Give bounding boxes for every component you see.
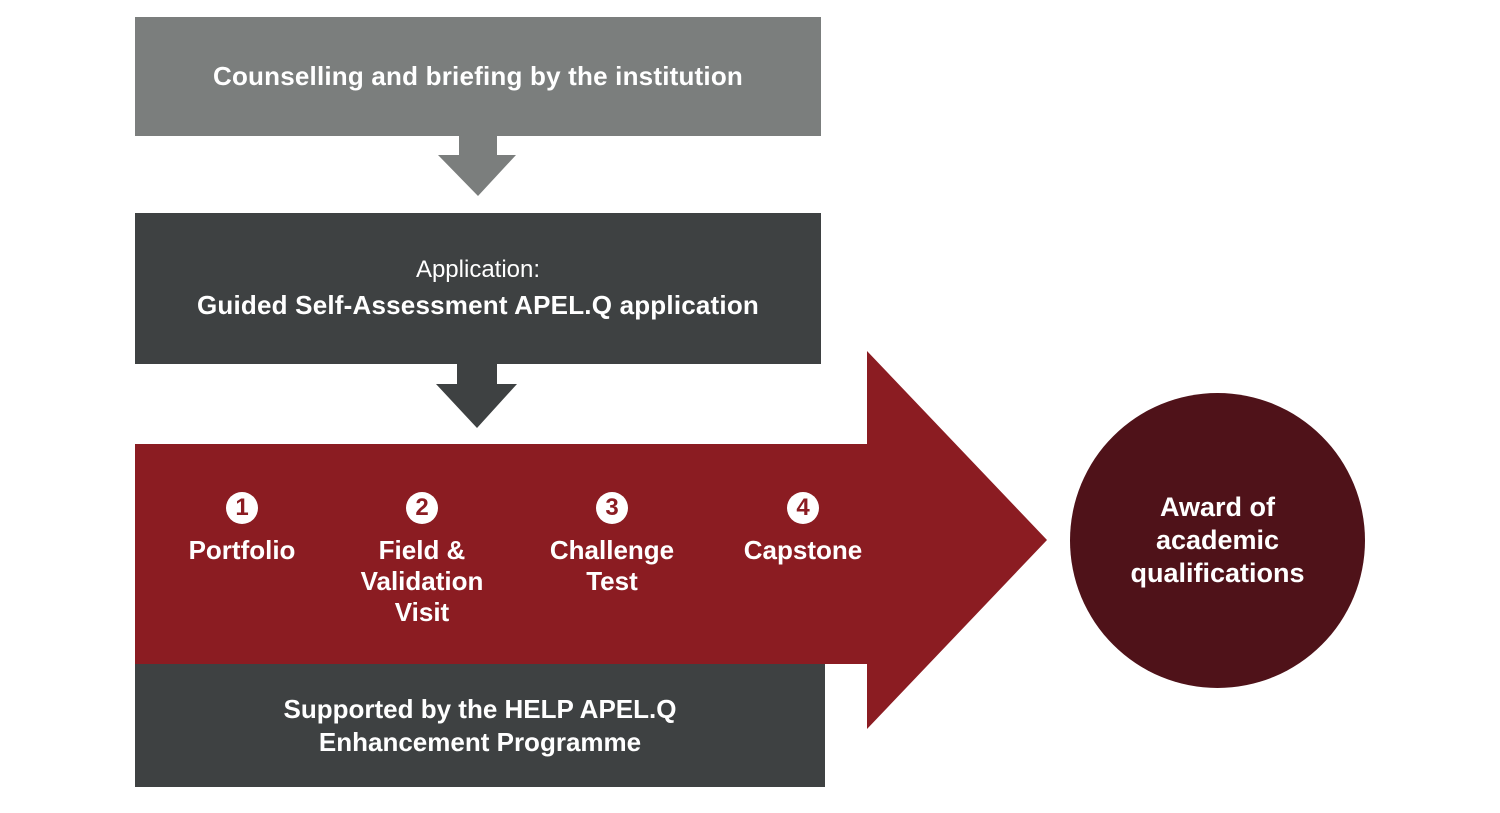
step-label: Test xyxy=(586,566,638,596)
big-right-arrow xyxy=(135,351,1047,729)
step-number-badge: 1 xyxy=(226,492,258,524)
step-challenge-test: 3 Challenge Test xyxy=(527,492,697,597)
counselling-text: Counselling and briefing by the institut… xyxy=(212,61,744,91)
award-text-line: Award of xyxy=(1159,492,1275,522)
support-text-line: Supported by the HELP APEL.Q xyxy=(283,693,677,724)
application-label: Application: xyxy=(415,256,541,283)
step-number-badge: 4 xyxy=(787,492,819,524)
step-field-validation-visit: 2 Field & Validation Visit xyxy=(337,492,507,628)
step-portfolio: 1 Portfolio xyxy=(157,492,327,566)
step-label: Capstone xyxy=(743,535,863,565)
step-number-badge: 3 xyxy=(596,492,628,524)
award-text-line: academic xyxy=(1155,525,1280,555)
step-label: Challenge xyxy=(549,535,675,565)
application-box: Application: Guided Self-Assessment APEL… xyxy=(135,213,821,364)
step-label: Portfolio xyxy=(188,535,296,565)
step-number-badge: 2 xyxy=(406,492,438,524)
down-arrow-icon xyxy=(438,136,516,196)
step-capstone: 4 Capstone xyxy=(718,492,888,566)
step-label: Validation xyxy=(360,566,484,596)
award-circle: Award of academic qualifications xyxy=(1070,393,1365,688)
support-box: Supported by the HELP APEL.Q Enhancement… xyxy=(135,664,825,787)
award-text-line: qualifications xyxy=(1130,558,1305,588)
step-label: Field & xyxy=(378,535,466,565)
counselling-box: Counselling and briefing by the institut… xyxy=(135,17,821,136)
support-text-line: Enhancement Programme xyxy=(318,726,642,757)
step-label: Visit xyxy=(394,597,450,627)
application-text: Guided Self-Assessment APEL.Q applicatio… xyxy=(196,290,760,320)
down-arrow-icon xyxy=(436,364,517,428)
